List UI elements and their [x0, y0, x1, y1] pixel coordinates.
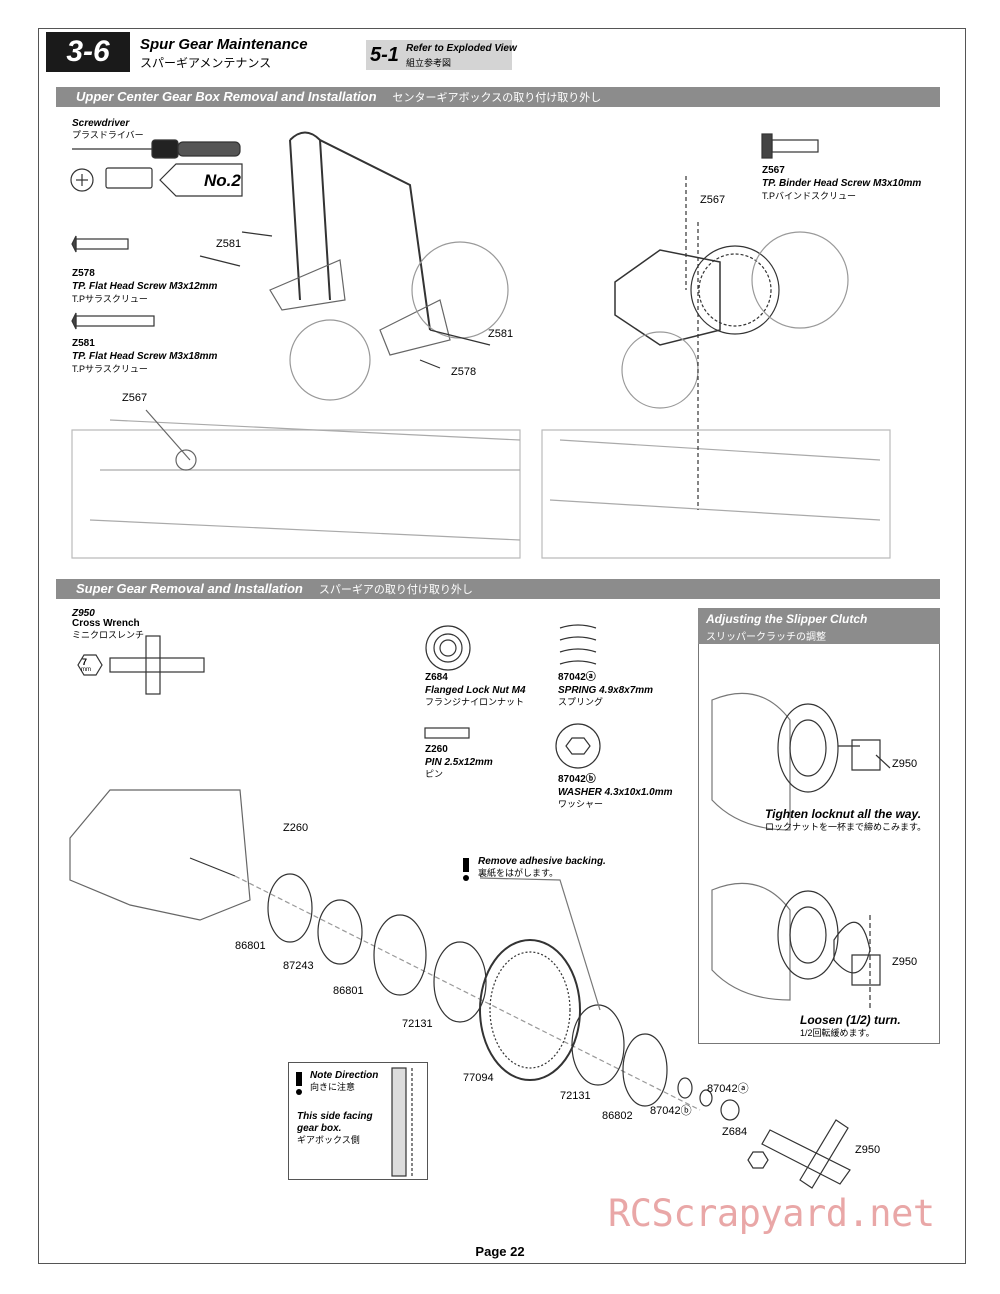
callout-87243: 87243	[283, 960, 314, 972]
tool-size: No.2	[204, 171, 241, 190]
note-title: Note Direction	[310, 1070, 379, 1081]
part-name-jp: T.Pサラスクリュー	[72, 364, 148, 374]
callout-72131: 72131	[402, 1018, 433, 1030]
slipper-step1-jp: ロックナットを一杯まで締めこみます。	[765, 822, 927, 832]
part-name: SPRING 4.9x8x7mm	[558, 685, 654, 696]
part-code: Z684	[425, 672, 448, 683]
part-name-jp: ピン	[425, 769, 444, 779]
screw-z567-icon	[761, 133, 819, 159]
part-code: Z260	[425, 744, 448, 755]
reference-number: 5-1	[370, 44, 399, 66]
callout-z684: Z684	[722, 1126, 748, 1138]
callout-86801: 86801	[235, 940, 266, 952]
part-name-jp: フランジナイロンナット	[425, 697, 525, 707]
note-body: gear box.	[297, 1123, 342, 1134]
watermark: RCScrapyard.net	[608, 1192, 935, 1235]
part-code: 87042ⓑ	[558, 774, 596, 785]
callout-z567: Z567	[700, 194, 726, 206]
tool-name: Screwdriver	[72, 118, 130, 129]
lock-nut-icon	[425, 625, 471, 671]
section-bar-spur-gear: Super Gear Removal and Installation スパーギア…	[56, 579, 940, 599]
warning-text: Remove adhesive backing.	[478, 856, 606, 867]
screwdriver-icon	[70, 139, 243, 197]
page-frame	[38, 28, 966, 1264]
gear-profile-diagram	[391, 1067, 413, 1177]
tool-code: Z950	[72, 608, 95, 619]
part-name: TP. Binder Head Screw M3x10mm	[762, 178, 922, 189]
step-badge: 3-6	[46, 32, 130, 72]
tool-name-jp: ミニクロスレンチ	[72, 630, 145, 640]
part-code: Z567	[762, 165, 785, 176]
slipper-step2-jp: 1/2回転緩めます。	[800, 1028, 875, 1038]
callout-87042b: 87042ⓑ	[650, 1105, 692, 1117]
note-direction-box	[288, 1062, 428, 1180]
pin-icon	[424, 727, 470, 739]
note-warning-icon	[296, 1072, 302, 1086]
part-code: Z581	[72, 338, 95, 349]
callout-z950: Z950	[892, 758, 918, 770]
section-title: Upper Center Gear Box Removal and Instal…	[76, 89, 377, 104]
reference-label-jp: 組立参考図	[406, 58, 452, 68]
callout-z567: Z567	[122, 392, 148, 404]
warning-icon	[463, 858, 469, 872]
car-chassis-right-diagram	[541, 176, 891, 559]
tool-name: Cross Wrench	[72, 618, 140, 629]
section-title-jp: スパーギアの取り付け取り外し	[318, 584, 473, 596]
warning-text-jp: 裏紙をはがします。	[478, 868, 559, 878]
reference-box	[366, 40, 512, 70]
tool-name-jp: プラスドライバー	[72, 130, 144, 140]
callout-86801: 86801	[333, 985, 364, 997]
gearbox-exploded-diagram	[69, 789, 740, 1121]
callout-z260: Z260	[283, 822, 309, 834]
section-title-jp: センターギアボックスの取り付け取り外し	[392, 92, 602, 104]
callout-z950: Z950	[892, 956, 918, 968]
part-code: Z578	[72, 268, 95, 279]
slipper-title-jp: スリッパークラッチの調整	[706, 632, 826, 643]
part-name-jp: T.Pサラスクリュー	[72, 294, 148, 304]
callout-z581: Z581	[488, 328, 514, 340]
wrench-size: 7	[82, 657, 88, 667]
callout-z578: Z578	[451, 366, 477, 378]
part-name-jp: スプリング	[558, 697, 604, 707]
section-title: Super Gear Removal and Installation	[76, 581, 303, 596]
note-body: This side facing	[297, 1111, 373, 1122]
slipper-hand-illustration-top	[711, 692, 891, 831]
wrench-unit: mm	[81, 667, 91, 673]
car-chassis-left-diagram	[71, 131, 521, 559]
page-number: Page 22	[475, 1244, 525, 1259]
note-title-jp: 向きに注意	[310, 1082, 356, 1092]
part-name: WASHER 4.3x10x1.0mm	[558, 787, 673, 798]
slipper-clutch-header: Adjusting the Slipper Clutch スリッパークラッチの調…	[698, 608, 940, 644]
callout-77094: 77094	[463, 1072, 494, 1084]
part-name: TP. Flat Head Screw M3x18mm	[72, 351, 218, 362]
page-title-jp: スパーギアメンテナンス	[140, 56, 272, 70]
callout-87042a: 87042ⓐ	[707, 1083, 749, 1095]
callout-z581: Z581	[216, 238, 242, 250]
cross-wrench-icon	[77, 635, 205, 695]
part-name: TP. Flat Head Screw M3x12mm	[72, 281, 218, 292]
slipper-step1: Tighten locknut all the way.	[765, 807, 922, 821]
callout-72131: 72131	[560, 1090, 591, 1102]
slipper-step2: Loosen (1/2) turn.	[800, 1013, 901, 1027]
screw-z581-icon	[71, 312, 155, 330]
part-name: PIN 2.5x12mm	[425, 757, 493, 768]
part-code: 87042ⓐ	[558, 672, 596, 683]
page-title: Spur Gear Maintenance	[140, 36, 308, 53]
reference-label: Refer to Exploded View	[406, 43, 517, 54]
part-name: Flanged Lock Nut M4	[425, 685, 526, 696]
washer-icon	[555, 723, 601, 769]
callout-z950: Z950	[855, 1144, 881, 1156]
slipper-hand-illustration-bottom	[711, 882, 881, 1010]
note-body-jp: ギアボックス側	[297, 1135, 360, 1145]
section-bar-gearbox: Upper Center Gear Box Removal and Instal…	[56, 87, 940, 107]
cross-wrench-bottom-icon	[747, 1119, 851, 1189]
part-name-jp: ワッシャー	[558, 799, 604, 809]
part-name-jp: T.Pバインドスクリュー	[762, 191, 857, 201]
callout-86802: 86802	[602, 1110, 633, 1122]
slipper-title: Adjusting the Slipper Clutch	[706, 612, 868, 626]
screw-z578-icon	[71, 235, 129, 253]
spring-icon	[559, 624, 597, 665]
